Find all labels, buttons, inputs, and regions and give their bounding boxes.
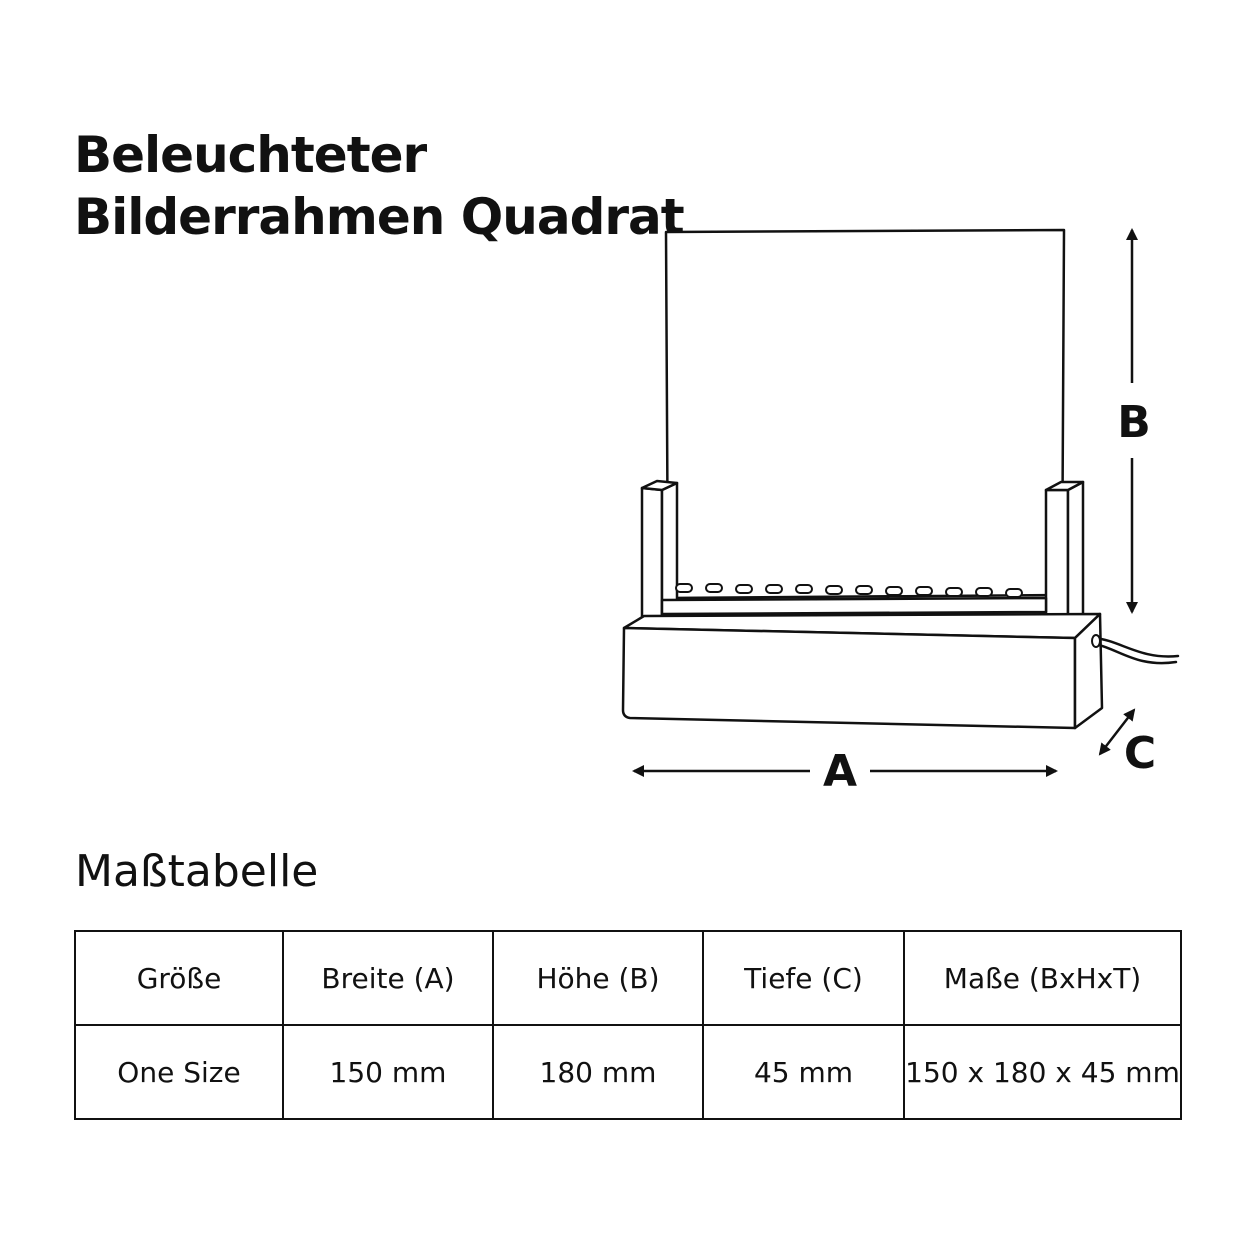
- inner-rail: [660, 596, 1048, 616]
- led-strip: [675, 583, 1023, 598]
- cable-plug: [1091, 634, 1101, 648]
- left-support-post-top: [640, 479, 679, 492]
- cell-dimensions: 150 x 180 x 45 mm: [903, 1024, 1182, 1120]
- led-light: [945, 587, 963, 597]
- led-light: [885, 586, 903, 596]
- dimension-c-label: C: [1124, 728, 1156, 779]
- led-light: [825, 585, 843, 595]
- left-support-post: [640, 486, 664, 632]
- led-light: [975, 587, 993, 597]
- led-light: [855, 585, 873, 595]
- cell-height: 180 mm: [492, 1024, 704, 1120]
- led-light: [675, 583, 693, 593]
- base-front-face: [621, 626, 1077, 730]
- cell-width: 150 mm: [282, 1024, 494, 1120]
- header-size: Größe: [74, 930, 284, 1026]
- led-light: [705, 583, 723, 593]
- size-table: Größe Breite (A) Höhe (B) Tiefe (C) Maße…: [74, 930, 1182, 1120]
- right-support-post-top: [1044, 480, 1085, 492]
- cell-depth: 45 mm: [702, 1024, 905, 1120]
- table-row: One Size 150 mm 180 mm 45 mm 150 x 180 x…: [74, 1024, 1182, 1120]
- product-title-line-1: Beleuchteter: [74, 126, 427, 184]
- header-depth: Tiefe (C): [702, 930, 905, 1026]
- dimension-a-label: A: [823, 746, 857, 797]
- product-dimension-diagram: B A C: [621, 228, 1180, 797]
- led-light: [915, 586, 933, 596]
- header-dimensions: Maße (BxHxT): [903, 930, 1182, 1026]
- power-cable: [1092, 636, 1180, 665]
- led-light: [1005, 588, 1023, 598]
- table-heading: Maßtabelle: [75, 846, 319, 897]
- dimension-b-label: B: [1117, 397, 1151, 448]
- product-title: Beleuchteter Bilderrahmen Quadrat: [74, 124, 685, 248]
- table-header-row: Größe Breite (A) Höhe (B) Tiefe (C) Maße…: [74, 930, 1182, 1026]
- right-support-post-side: [1066, 480, 1085, 630]
- led-light: [735, 584, 753, 594]
- header-width: Breite (A): [282, 930, 494, 1026]
- cell-size: One Size: [74, 1024, 284, 1120]
- product-title-line-2: Bilderrahmen Quadrat: [74, 188, 685, 246]
- led-light: [795, 584, 813, 594]
- right-support-post: [1044, 488, 1070, 630]
- acrylic-panel: [664, 228, 1066, 600]
- header-height: Höhe (B): [492, 930, 704, 1026]
- led-light: [765, 584, 783, 594]
- dimension-c-arrow: [1098, 708, 1136, 756]
